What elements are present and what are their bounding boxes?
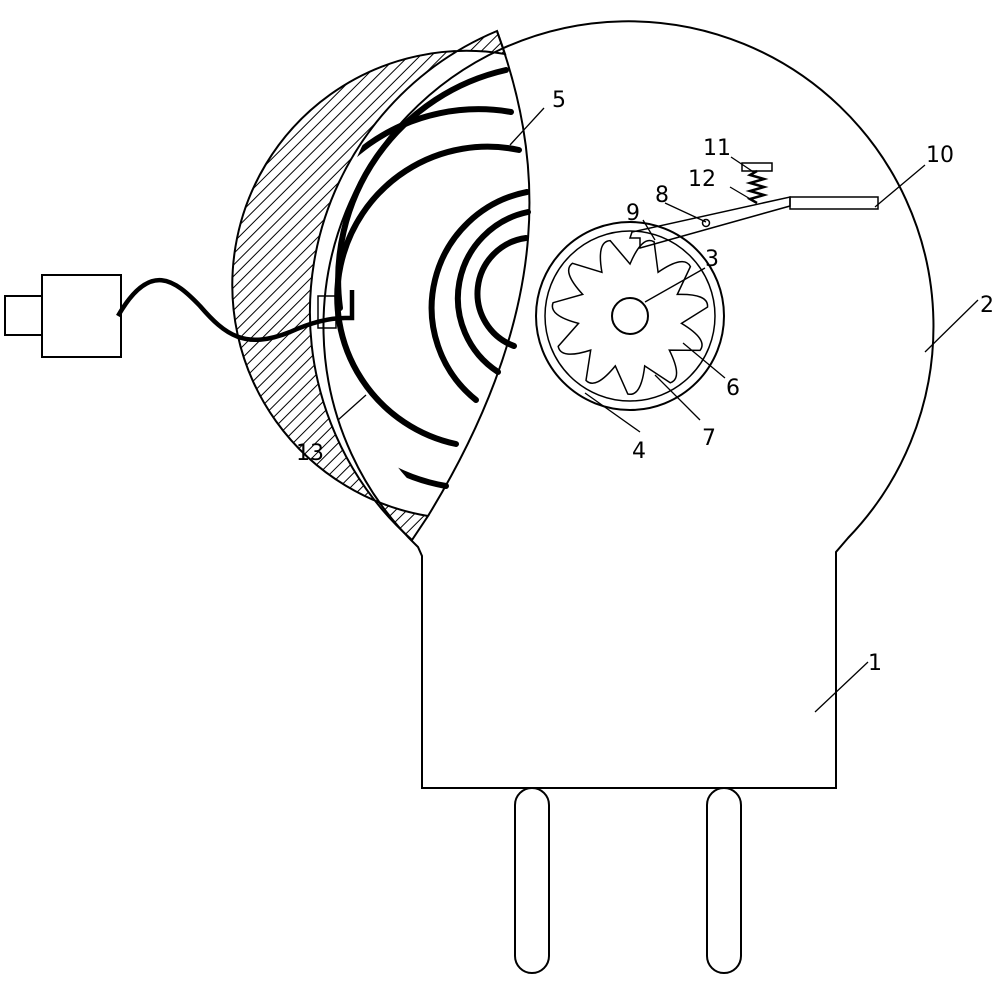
lever-tip: [789, 196, 879, 210]
wheel-outer-ring: [535, 221, 725, 411]
label-11: 11: [703, 136, 731, 161]
hatched-shell: [231, 29, 507, 542]
label-6: 6: [726, 376, 740, 401]
lever-pivot: [701, 218, 711, 228]
label-1: 1: [868, 651, 882, 676]
label-4: 4: [632, 439, 646, 464]
wheel-hub: [611, 297, 649, 335]
label-13: 13: [296, 441, 324, 466]
label-7: 7: [702, 426, 716, 451]
ratchet-gear: [551, 239, 709, 396]
label-2: 2: [980, 293, 994, 318]
cable-entry: [317, 295, 337, 329]
plug-prong-right: [706, 787, 742, 974]
connector-body: [41, 274, 122, 358]
label-5: 5: [552, 88, 566, 113]
spring: [745, 169, 769, 205]
plug-prong-left: [514, 787, 550, 974]
label-8: 8: [655, 183, 669, 208]
label-9: 9: [626, 201, 640, 226]
housing-outline: [322, 20, 935, 789]
label-10: 10: [926, 143, 954, 168]
connector-tip: [4, 295, 43, 336]
label-12: 12: [688, 167, 716, 192]
label-3: 3: [705, 247, 719, 272]
wheel-inner-ring: [544, 230, 716, 402]
leader-lines: [337, 107, 979, 713]
cable: [116, 278, 355, 342]
